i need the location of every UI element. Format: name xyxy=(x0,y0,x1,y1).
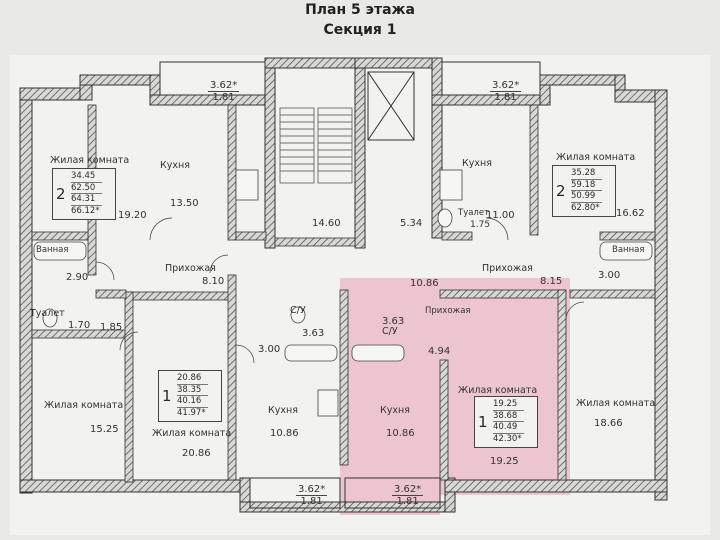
room-area: 1.70 xyxy=(68,320,91,331)
room-kitchen: Кухня xyxy=(380,405,410,416)
room-hall: Прихожая xyxy=(482,263,533,274)
room-area: 5.34 xyxy=(400,218,423,229)
room-area: 19.20 xyxy=(118,210,147,221)
fixtures xyxy=(33,169,653,417)
room-area: 3.00 xyxy=(598,270,621,281)
room-living: Жилая комната xyxy=(556,152,636,163)
room-hall: Прихожая xyxy=(165,263,216,274)
room-area: 1.85 xyxy=(100,322,123,333)
room-kitchen: Кухня xyxy=(268,405,298,416)
room-living: Жилая комната xyxy=(50,155,130,166)
stairwell xyxy=(279,107,353,184)
highlighted-apartment xyxy=(340,278,570,515)
room-area: 4.94 xyxy=(428,346,451,357)
room-living: Жилая комната xyxy=(458,385,538,396)
room-area: 18.66 xyxy=(594,418,623,429)
room-area: 10.86 xyxy=(410,278,439,289)
room-living: Жилая комната xyxy=(152,428,232,439)
room-area: 10.86 xyxy=(270,428,299,439)
balcony-annotation: 3.62*1.81 xyxy=(490,80,522,103)
room-bath: Ванная xyxy=(612,245,645,255)
apartment-summary: 2 34.45 62.50 64.31 66.12* xyxy=(52,168,116,220)
apartment-summary: 1 19.25 38.68 40.49 42.30* xyxy=(474,396,538,448)
room-area: 3.63 xyxy=(382,316,405,327)
room-area: 15.25 xyxy=(90,424,119,435)
room-living: Жилая комната xyxy=(44,400,124,411)
room-living: Жилая комната xyxy=(576,398,656,409)
section-title: Секция 1 xyxy=(323,22,397,38)
room-wc: Туалет xyxy=(30,308,65,319)
room-hall: Прихожая xyxy=(425,306,471,316)
inner-walls xyxy=(31,104,656,483)
room-area: 3.63 xyxy=(302,328,325,339)
outer-walls xyxy=(19,57,668,513)
room-area: 14.60 xyxy=(312,218,341,229)
room-area: 2.90 xyxy=(66,272,89,283)
plan-title: План 5 этажа xyxy=(305,2,415,18)
balcony-rails xyxy=(159,61,541,509)
room-bath: Ванная xyxy=(36,245,69,255)
balcony-annotation: 3.62*1.81 xyxy=(208,80,240,103)
room-area: 3.00 xyxy=(258,344,281,355)
apartment-summary: 1 20.86 38.35 40.16 41.97* xyxy=(158,370,222,422)
room-bathroom-combined: С/У xyxy=(382,326,398,337)
elevator-shaft xyxy=(367,71,415,141)
room-area: 20.86 xyxy=(182,448,211,459)
room-area: 13.50 xyxy=(170,198,199,209)
balcony-annotation: 3.62*1.81 xyxy=(296,484,328,507)
balcony-annotation: 3.62*1.81 xyxy=(392,484,424,507)
door-swings xyxy=(95,217,585,364)
room-area: 1.75 xyxy=(470,220,491,230)
room-area: 10.86 xyxy=(386,428,415,439)
room-area: 11.00 xyxy=(486,210,515,221)
room-kitchen: Кухня xyxy=(462,158,492,169)
room-area: 8.15 xyxy=(540,276,563,287)
room-area: 16.62 xyxy=(616,208,645,219)
room-area: 8.10 xyxy=(202,276,225,287)
room-bathroom-combined: С/У xyxy=(290,305,306,316)
apartment-summary: 2 35.28 59.18 50.99 62.80* xyxy=(552,165,616,217)
room-area: 19.25 xyxy=(490,456,519,467)
room-wc: Туалет xyxy=(458,208,490,218)
room-kitchen: Кухня xyxy=(160,160,190,171)
